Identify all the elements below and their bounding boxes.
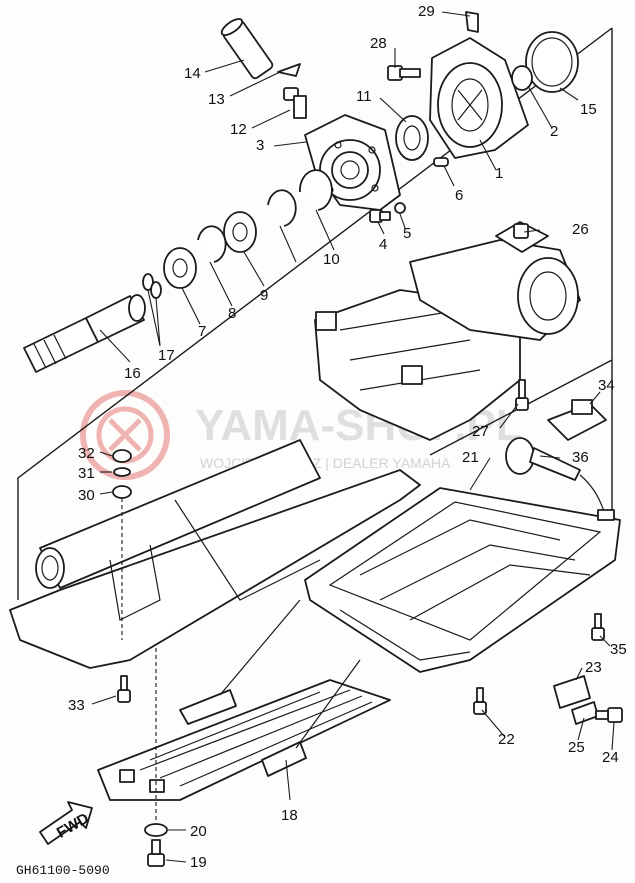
dealer-logo (80, 390, 170, 480)
pump-parts (23, 11, 579, 373)
part-18-intake-grate (97, 599, 391, 801)
callout-11: 11 (356, 88, 372, 105)
part-2-seal (511, 65, 533, 91)
callout-33: 33 (68, 697, 85, 714)
part-8-circlip (267, 189, 297, 227)
part-29-bracket (465, 11, 479, 33)
part-4-bolt (369, 209, 391, 223)
part-19-bolt (147, 839, 165, 867)
callout-18: 18 (281, 807, 298, 824)
leader-lines (91, 11, 615, 863)
callout-2: 2 (550, 123, 558, 140)
callout-8: 8 (228, 305, 236, 322)
drawing-code: GH61100-5090 (16, 863, 110, 878)
part-5-washer (394, 202, 406, 214)
callout-32: 32 (78, 445, 95, 462)
callout-25: 25 (568, 739, 585, 756)
callout-7: 7 (198, 323, 206, 340)
callout-31: 31 (78, 465, 95, 482)
callout-17: 17 (158, 347, 175, 364)
callout-20: 20 (190, 823, 207, 840)
hull-body (9, 239, 581, 669)
part-16-shaft (23, 294, 146, 373)
callout-16: 16 (124, 365, 141, 382)
part-24-bolt (595, 707, 623, 723)
part-22-bolt (473, 687, 487, 715)
callout-27: 27 (472, 423, 489, 440)
part-8-circlip-lower (197, 225, 227, 263)
callout-34: 34 (598, 377, 615, 394)
callout-12: 12 (230, 121, 247, 138)
callout-5: 5 (403, 225, 411, 242)
part-27-bolt (515, 379, 529, 411)
callout-30: 30 (78, 487, 95, 504)
callout-28: 28 (370, 35, 387, 52)
callout-22: 22 (498, 731, 515, 748)
part-23-block (553, 675, 591, 709)
callout-labels: 1 2 3 4 5 6 7 8 9 10 11 12 13 14 15 16 1… (68, 3, 627, 871)
part-7-bearing (163, 247, 197, 289)
part-25-plate (571, 701, 599, 725)
part-9-bearing (223, 211, 257, 253)
part-13-clip (277, 63, 301, 77)
part-20-washer (144, 823, 168, 837)
part-15-o-ring (525, 31, 579, 93)
part-31-washer (113, 467, 131, 477)
callout-4: 4 (379, 236, 387, 253)
part-30-nut (112, 485, 132, 499)
callout-23: 23 (585, 659, 602, 676)
part-1-casing (429, 37, 529, 159)
part-10-circlip (299, 169, 333, 211)
callout-36: 36 (572, 449, 589, 466)
part-32-washer (112, 449, 132, 463)
part-12-bolt (283, 87, 307, 119)
callout-1: 1 (495, 165, 503, 182)
callout-3: 3 (256, 137, 264, 154)
callout-9: 9 (260, 287, 268, 304)
callout-14: 14 (184, 65, 201, 82)
part-35-bolt (591, 613, 605, 641)
callout-10: 10 (323, 251, 340, 268)
callout-19: 19 (190, 854, 207, 871)
callout-24: 24 (602, 749, 619, 766)
forward-direction-arrow: FWD (39, 801, 93, 845)
callout-21: 21 (462, 449, 479, 466)
callout-6: 6 (455, 187, 463, 204)
callout-35: 35 (610, 641, 627, 658)
callout-13: 13 (208, 91, 225, 108)
callout-29: 29 (418, 3, 435, 20)
part-21-ride-plate (304, 487, 621, 673)
part-33-bolt (117, 675, 131, 703)
callout-15: 15 (580, 101, 597, 118)
part-14-sleeve (220, 18, 274, 80)
part-6-pin (433, 157, 449, 167)
part-34-sensor (547, 399, 607, 441)
part-28-bolt (387, 65, 421, 81)
part-11-bearing (395, 115, 429, 161)
callout-26: 26 (572, 221, 589, 238)
